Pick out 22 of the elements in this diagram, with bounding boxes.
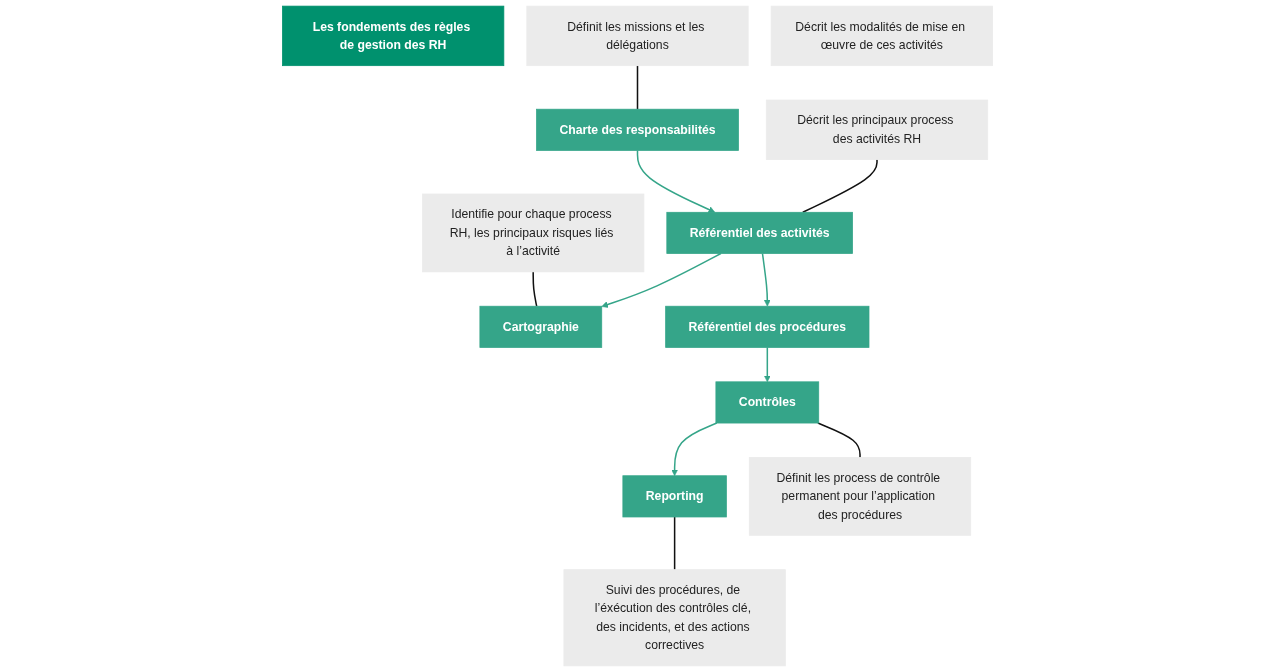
node-box: Décrit les principaux process des activités RH (765, 99, 989, 160)
node-box: Identifie pour chaque process RH, les principaux risques liés à l’activité (422, 193, 645, 273)
connector (817, 422, 861, 459)
connector (673, 516, 676, 571)
connector (532, 271, 538, 307)
arrow (761, 252, 771, 307)
node-box: Charte des responsabilités (536, 108, 739, 151)
arrow (636, 149, 716, 213)
node-box: Reporting (622, 475, 727, 518)
node-box: Définit les missions et les délégations (526, 5, 749, 67)
node-box: Définit les process de contrôle permanent pour l’application des procédures (748, 457, 972, 536)
node-box: Les fondements des règles de gestion des RH (282, 5, 505, 67)
node-box: Contrôles (715, 381, 820, 424)
node-box: Référentiel des procédures (665, 305, 870, 348)
arrow (601, 252, 722, 308)
node-box: Référentiel des activités (666, 211, 853, 254)
node-box: Suivi des procédures, de l’éxécution des contrôles clé, des incidents, et des actions correctives (563, 569, 786, 667)
connector (636, 64, 639, 110)
node-box: Cartographie (479, 305, 603, 348)
arrow (671, 422, 718, 477)
arrow (763, 346, 771, 383)
connector (802, 158, 878, 214)
